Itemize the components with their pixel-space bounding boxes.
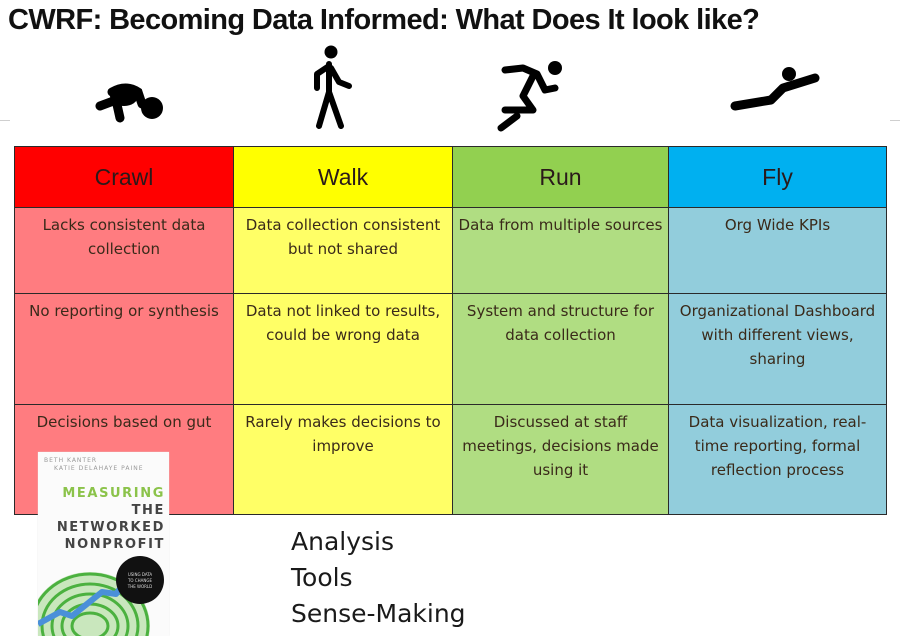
cell-run-reporting: System and structure for data collection — [452, 293, 669, 405]
cell-fly-reporting: Organizational Dashboard with different … — [668, 293, 887, 405]
cell-crawl-reporting: No reporting or synthesis — [14, 293, 234, 405]
table-row: Lacks consistent data collection Data co… — [14, 207, 887, 294]
book-cover: BETH KANTER KATIE DELAHAYE PAINE MEASURI… — [38, 452, 169, 636]
edge-tick — [0, 120, 10, 121]
topic-tools: Tools — [291, 563, 353, 592]
stage-header-run: Run — [452, 146, 669, 208]
slide-title: CWRF: Becoming Data Informed: What Does … — [8, 4, 760, 36]
cell-run-collection: Data from multiple sources — [452, 207, 669, 294]
svg-text:THE WORLD: THE WORLD — [127, 584, 152, 589]
table-row: Decisions based on gut Rarely makes deci… — [14, 404, 887, 515]
svg-text:TO CHANGE: TO CHANGE — [127, 578, 152, 583]
book-author: BETH KANTER — [44, 457, 98, 464]
book-author: KATIE DELAHAYE PAINE — [54, 465, 144, 472]
cell-walk-reporting: Data not linked to results, could be wro… — [233, 293, 453, 405]
topic-list: Analysis Tools Sense-Making — [291, 524, 466, 632]
book-title-measuring: MEASURING — [62, 486, 165, 501]
cell-walk-decisions: Rarely makes decisions to improve — [233, 404, 453, 515]
table-row: No reporting or synthesis Data not linke… — [14, 293, 887, 405]
crawling-person-icon — [95, 83, 163, 123]
book-title: THE NETWORKED NONPROFIT — [56, 503, 165, 552]
cell-fly-collection: Org Wide KPIs — [668, 207, 887, 294]
topic-analysis: Analysis — [291, 527, 395, 556]
stage-header-crawl: Crawl — [14, 146, 234, 208]
cell-fly-decisions: Data visualization, real-time reporting,… — [668, 404, 887, 515]
svg-text:USING DATA: USING DATA — [128, 572, 153, 577]
flying-person-icon — [730, 67, 820, 111]
maturity-table: Crawl Walk Run Fly Lacks consistent data… — [14, 146, 887, 515]
running-person-icon — [497, 61, 562, 132]
stage-header-fly: Fly — [668, 146, 887, 208]
book-cover-art: USING DATA TO CHANGE THE WORLD — [38, 556, 164, 636]
cell-walk-collection: Data collection consistent but not share… — [233, 207, 453, 294]
cell-run-decisions: Discussed at staff meetings, decisions m… — [452, 404, 669, 515]
cell-crawl-collection: Lacks consistent data collection — [14, 207, 234, 294]
book-authors: BETH KANTER KATIE DELAHAYE PAINE — [44, 457, 144, 473]
topic-sense-making: Sense-Making — [291, 599, 466, 628]
stage-header-walk: Walk — [233, 146, 453, 208]
stage-header-row: Crawl Walk Run Fly — [14, 146, 887, 208]
edge-tick — [890, 120, 900, 121]
walking-person-icon — [314, 45, 352, 129]
